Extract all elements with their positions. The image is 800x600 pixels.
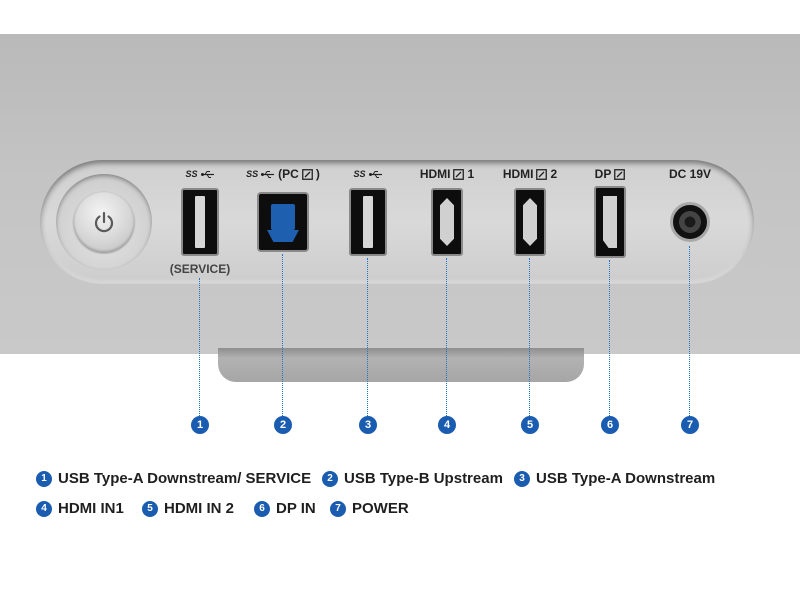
- legend-item: 4 HDMI IN1: [36, 500, 124, 517]
- legend-number-badge: 1: [36, 470, 52, 487]
- usb-b-upstream-port[interactable]: [257, 192, 309, 252]
- callout-4: 4: [438, 416, 456, 434]
- leader-line-7: [689, 246, 690, 416]
- legend-text: DP IN: [276, 500, 316, 517]
- hdmi1-port-label: HDMI 1: [402, 164, 492, 184]
- legend-number-badge: 7: [330, 500, 346, 517]
- external-input-icon: [536, 168, 548, 180]
- leader-line-2: [282, 254, 283, 416]
- usb-icon: [261, 170, 275, 178]
- power-button[interactable]: [74, 192, 134, 252]
- leader-line-1: [199, 278, 200, 416]
- hdmi-label: HDMI: [419, 167, 451, 181]
- service-label: (SERVICE): [169, 262, 231, 276]
- usb-icon: [200, 170, 214, 178]
- legend-text: HDMI IN 2: [164, 500, 235, 517]
- stand-neck: [218, 348, 584, 382]
- superspeed-label: SS: [185, 169, 198, 179]
- leader-line-4: [446, 258, 447, 416]
- power-icon: [94, 211, 114, 233]
- usb-upstream-port-label: SS (PC ): [228, 164, 338, 184]
- port-bay: [40, 160, 754, 284]
- legend-number-badge: 2: [322, 470, 338, 487]
- usb-a-downstream-port[interactable]: [349, 188, 387, 256]
- legend-text: USB Type-B Upstream: [344, 470, 503, 487]
- leader-line-5: [529, 258, 530, 416]
- dp-port[interactable]: [594, 186, 626, 258]
- callout-2: 2: [274, 416, 292, 434]
- usb-service-port-label: SS: [155, 164, 245, 184]
- usb-a-service-port[interactable]: [181, 188, 219, 256]
- usb-downstream-port-label: SS: [323, 164, 413, 184]
- callout-3: 3: [359, 416, 377, 434]
- legend-item: 7 POWER: [330, 500, 409, 517]
- legend-text: POWER: [352, 500, 409, 517]
- leader-line-3: [367, 258, 368, 416]
- legend-text: USB Type-A Downstream/ SERVICE: [58, 470, 312, 487]
- external-input-icon: [453, 168, 465, 180]
- dc-port-label: DC 19V: [645, 164, 735, 184]
- pc-label-close: ): [315, 167, 320, 181]
- legend-item: 3 USB Type-A Downstream: [514, 470, 715, 487]
- legend-number-badge: 3: [514, 470, 530, 487]
- dc-label: DC 19V: [668, 167, 712, 181]
- legend-item: 5 HDMI IN 2: [142, 500, 234, 517]
- leader-line-6: [609, 260, 610, 416]
- hdmi2-port-label: HDMI 2: [485, 164, 575, 184]
- superspeed-label: SS: [246, 169, 259, 179]
- legend-number-badge: 4: [36, 500, 52, 517]
- callout-5: 5: [521, 416, 539, 434]
- legend-item: 1 USB Type-A Downstream/ SERVICE: [36, 470, 311, 487]
- legend-item: 2 USB Type-B Upstream: [322, 470, 503, 487]
- hdmi2-port[interactable]: [514, 188, 546, 256]
- hdmi-number: 1: [467, 167, 475, 181]
- callout-7: 7: [681, 416, 699, 434]
- legend-number-badge: 5: [142, 500, 158, 517]
- hdmi1-port[interactable]: [431, 188, 463, 256]
- dc-power-jack[interactable]: [670, 202, 710, 242]
- dp-port-label: DP: [565, 164, 655, 184]
- external-input-icon: [614, 168, 626, 180]
- callout-6: 6: [601, 416, 619, 434]
- pc-label: (PC: [278, 167, 299, 181]
- legend-text: USB Type-A Downstream: [536, 470, 716, 487]
- dp-label: DP: [594, 167, 612, 181]
- legend-text: HDMI IN1: [58, 500, 124, 517]
- legend-number-badge: 6: [254, 500, 270, 517]
- superspeed-label: SS: [353, 169, 366, 179]
- hdmi-label: HDMI: [502, 167, 534, 181]
- external-input-icon: [301, 168, 313, 180]
- hdmi-number: 2: [550, 167, 558, 181]
- callout-1: 1: [191, 416, 209, 434]
- legend-item: 6 DP IN: [254, 500, 316, 517]
- usb-icon: [368, 170, 382, 178]
